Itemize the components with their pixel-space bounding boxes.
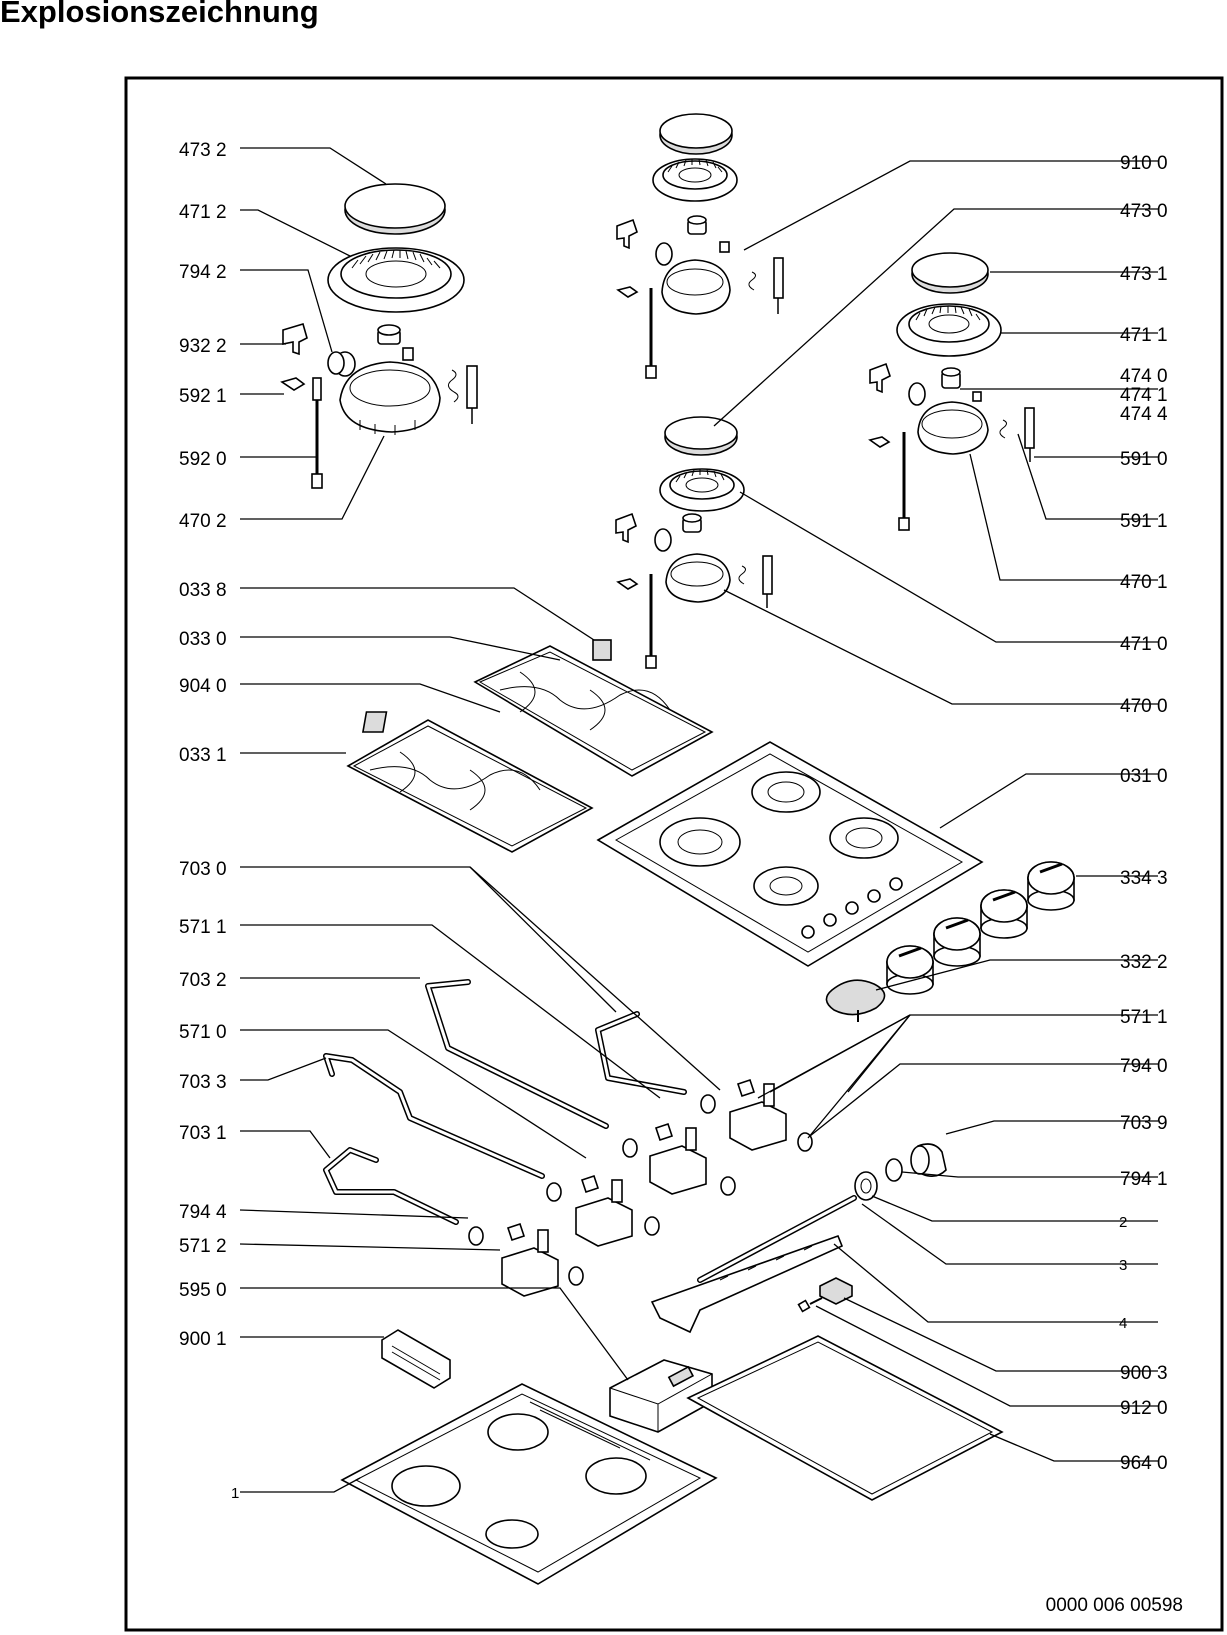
label-912-0: 912 0 [1120, 1398, 1168, 1419]
label-592-0: 592 0 [179, 449, 227, 470]
thermocouple-large [280, 377, 323, 489]
label-1: 1 [231, 1485, 239, 1502]
label-591-0: 591 0 [1120, 449, 1168, 470]
gas-valve-1 [700, 1078, 813, 1152]
label-332-2: 332 2 [1120, 952, 1168, 973]
label-900-3: 900 3 [1120, 1363, 1168, 1384]
label-703-9: 703 9 [1120, 1113, 1168, 1134]
gas-pipe-703-3 [323, 1053, 545, 1179]
burner-cap-middle [664, 416, 738, 456]
gas-pipe-703-2 [425, 979, 609, 1129]
label-471-2: 471 2 [179, 202, 227, 223]
gas-rail [650, 1234, 844, 1334]
label-474-0: 474 0 [1120, 366, 1168, 387]
main-gas-pipe [697, 1195, 857, 1283]
seal-ring-794-2 [327, 351, 345, 375]
burner-cap-top-middle [659, 113, 733, 155]
gas-valve-2 [622, 1122, 736, 1196]
labels-left: 473 2 471 2 794 2 932 2 592 1 592 0 470 … [179, 140, 239, 1502]
label-571-1-left: 571 1 [179, 917, 227, 938]
label-2: 2 [1119, 1214, 1127, 1231]
sealing-gasket [686, 1335, 1004, 1501]
label-703-3: 703 3 [179, 1072, 227, 1093]
gas-valve-3 [546, 1174, 660, 1247]
pan-support-foot [592, 639, 612, 661]
burner-body-top-middle [616, 215, 784, 379]
drawing-frame [124, 76, 1224, 1632]
label-470-0: 470 0 [1120, 696, 1168, 717]
drawing-number: 0000 006 00598 [1046, 1595, 1183, 1616]
pad-904-0 [361, 711, 388, 733]
burner-body-right [868, 362, 1035, 531]
label-964-0: 964 0 [1120, 1453, 1168, 1474]
label-3: 3 [1119, 1257, 1127, 1274]
label-473-2: 473 2 [179, 140, 227, 161]
label-794-2: 794 2 [179, 262, 227, 283]
pan-support-rear [473, 645, 714, 777]
label-474-1: 474 1 [1120, 385, 1168, 406]
labels-right: 910 0 473 0 473 1 471 1 474 0 474 1 474 … [1119, 153, 1168, 1474]
gas-valve-4 [468, 1222, 584, 1297]
label-474-4: 474 4 [1120, 404, 1168, 425]
burner-head-large [327, 247, 465, 313]
hob-top-plate [596, 741, 984, 967]
label-033-1: 033 1 [179, 745, 227, 766]
burner-body-middle [615, 512, 773, 669]
burner-body-large [334, 324, 441, 435]
page-title: Explosionszeichnung [0, 0, 319, 29]
label-031-0: 031 0 [1120, 766, 1168, 787]
holder-900-1 [381, 1329, 451, 1389]
label-900-1: 900 1 [179, 1329, 227, 1350]
label-592-1: 592 1 [179, 386, 227, 407]
seal-794-1 [885, 1158, 903, 1182]
label-033-0: 033 0 [179, 629, 227, 650]
label-794-4: 794 4 [179, 1202, 227, 1223]
label-473-0: 473 0 [1120, 201, 1168, 222]
label-470-1: 470 1 [1120, 572, 1168, 593]
label-703-1: 703 1 [179, 1123, 227, 1144]
label-794-0: 794 0 [1120, 1056, 1168, 1077]
label-932-2: 932 2 [179, 336, 227, 357]
control-knobs [886, 861, 1075, 995]
label-471-1: 471 1 [1120, 325, 1168, 346]
label-334-3: 334 3 [1120, 868, 1168, 889]
burner-head-right [896, 303, 1002, 357]
label-595-0: 595 0 [179, 1280, 227, 1301]
burner-cap-large [344, 183, 446, 235]
clamp-900-3 [819, 1277, 853, 1305]
gas-elbow [910, 1143, 947, 1178]
label-4: 4 [1119, 1315, 1127, 1332]
gas-pipe-703-1 [323, 1147, 459, 1225]
label-703-2: 703 2 [179, 970, 227, 991]
label-571-0: 571 0 [179, 1022, 227, 1043]
label-473-1: 473 1 [1120, 264, 1168, 285]
screw-912-0 [797, 1297, 823, 1313]
clip-932-2 [282, 323, 308, 356]
burner-head-middle [659, 468, 745, 512]
leader-lines [239, 147, 1158, 1493]
burner-cap-right [911, 252, 989, 294]
nut-2 [854, 1171, 878, 1201]
gas-pipe-703-0 [595, 1011, 687, 1095]
push-button [825, 979, 886, 1022]
burner-head-top-middle [652, 158, 738, 202]
label-571-1-right: 571 1 [1120, 1007, 1168, 1028]
label-794-1: 794 1 [1120, 1169, 1168, 1190]
bottom-tray [340, 1383, 718, 1585]
label-033-8: 033 8 [179, 580, 227, 601]
label-470-2: 470 2 [179, 511, 227, 532]
pan-support-front [346, 719, 594, 853]
label-571-2: 571 2 [179, 1236, 227, 1257]
label-471-0: 471 0 [1120, 634, 1168, 655]
label-910-0: 910 0 [1120, 153, 1168, 174]
label-591-1: 591 1 [1120, 511, 1168, 532]
label-904-0: 904 0 [179, 676, 227, 697]
label-703-0: 703 0 [179, 859, 227, 880]
ignition-electrode-large [448, 365, 478, 424]
